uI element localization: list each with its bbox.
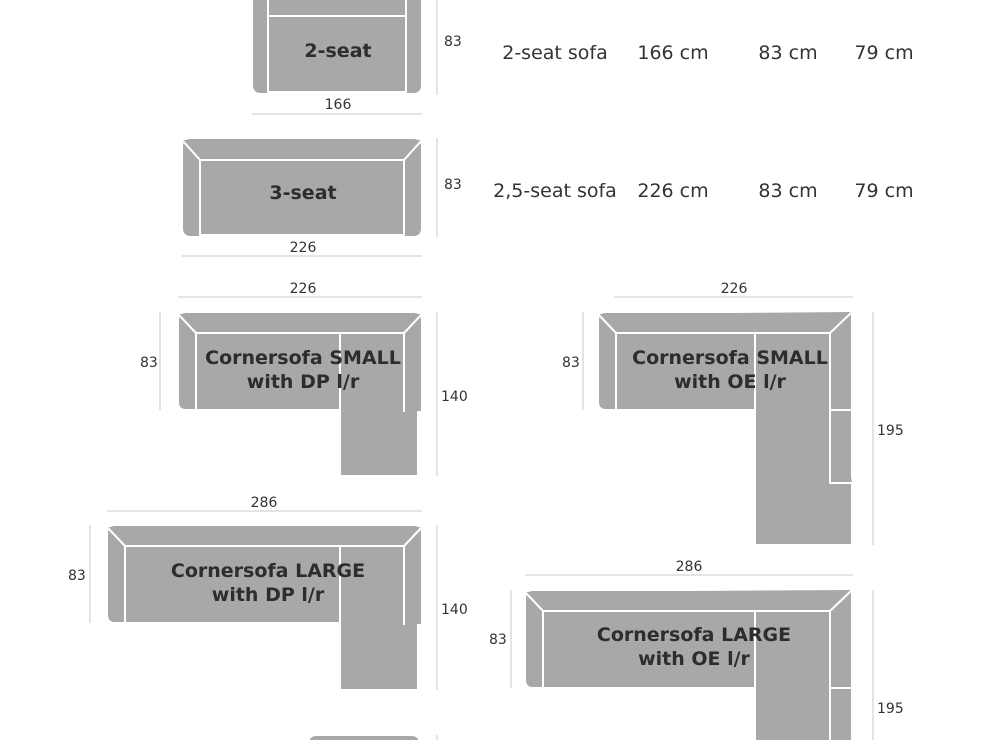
table-model: 2-seat sofa <box>502 42 608 64</box>
sofa-3-seat: 3-seat 83 226 <box>181 137 462 257</box>
sofa-label-line1: Cornersofa SMALL <box>205 347 401 369</box>
width-label: 226 <box>721 281 748 297</box>
sofa-2-seat: 2-seat 83 166 <box>251 0 462 115</box>
depth-label: 83 <box>444 177 462 193</box>
sofa-label-line2: with OE l/r <box>638 648 750 670</box>
table-model: 2,5-seat sofa <box>493 180 617 202</box>
length-label: 140 <box>441 389 468 405</box>
depth-label: 83 <box>489 632 507 648</box>
length-label: 195 <box>877 423 904 439</box>
cornersofa-large-dp: Cornersofa LARGE with DP l/r 286 83 140 <box>68 495 468 691</box>
length-label: 195 <box>877 701 904 717</box>
width-label: 166 <box>325 97 352 113</box>
depth-label: 83 <box>68 568 86 584</box>
sofa-label-line2: with DP l/r <box>212 584 325 606</box>
length-label: 140 <box>441 602 468 618</box>
cornersofa-small-dp: Cornersofa SMALL with DP l/r 226 83 140 <box>140 281 468 477</box>
sofa-label: 2-seat <box>304 40 371 62</box>
width-label: 226 <box>290 281 317 297</box>
dimension-table: 2-seat sofa 166 cm 83 cm 79 cm 2,5-seat … <box>493 42 913 202</box>
depth-label: 83 <box>444 34 462 50</box>
sofa-label-line2: with OE l/r <box>674 371 786 393</box>
cornersofa-large-oe: Cornersofa LARGE with OE l/r 286 83 195 <box>489 559 904 740</box>
width-label: 226 <box>290 240 317 256</box>
sofa-label-line2: with DP l/r <box>247 371 360 393</box>
sofa-label-line1: Cornersofa SMALL <box>632 347 828 369</box>
cornersofa-small-oe: Cornersofa SMALL with OE l/r 226 83 195 <box>562 281 904 546</box>
sofa-label: 3-seat <box>269 182 336 204</box>
table-width: 166 cm <box>637 42 708 64</box>
sofa-label-line1: Cornersofa LARGE <box>171 560 365 582</box>
table-height: 79 cm <box>854 180 913 202</box>
table-width: 226 cm <box>637 180 708 202</box>
sofa-label-line1: Cornersofa LARGE <box>597 624 791 646</box>
partial-sofa-shape <box>307 734 421 740</box>
width-label: 286 <box>676 559 703 575</box>
depth-label: 83 <box>562 355 580 371</box>
depth-label: 83 <box>140 355 158 371</box>
table-depth: 83 cm <box>758 42 817 64</box>
table-depth: 83 cm <box>758 180 817 202</box>
table-height: 79 cm <box>854 42 913 64</box>
width-label: 286 <box>251 495 278 511</box>
